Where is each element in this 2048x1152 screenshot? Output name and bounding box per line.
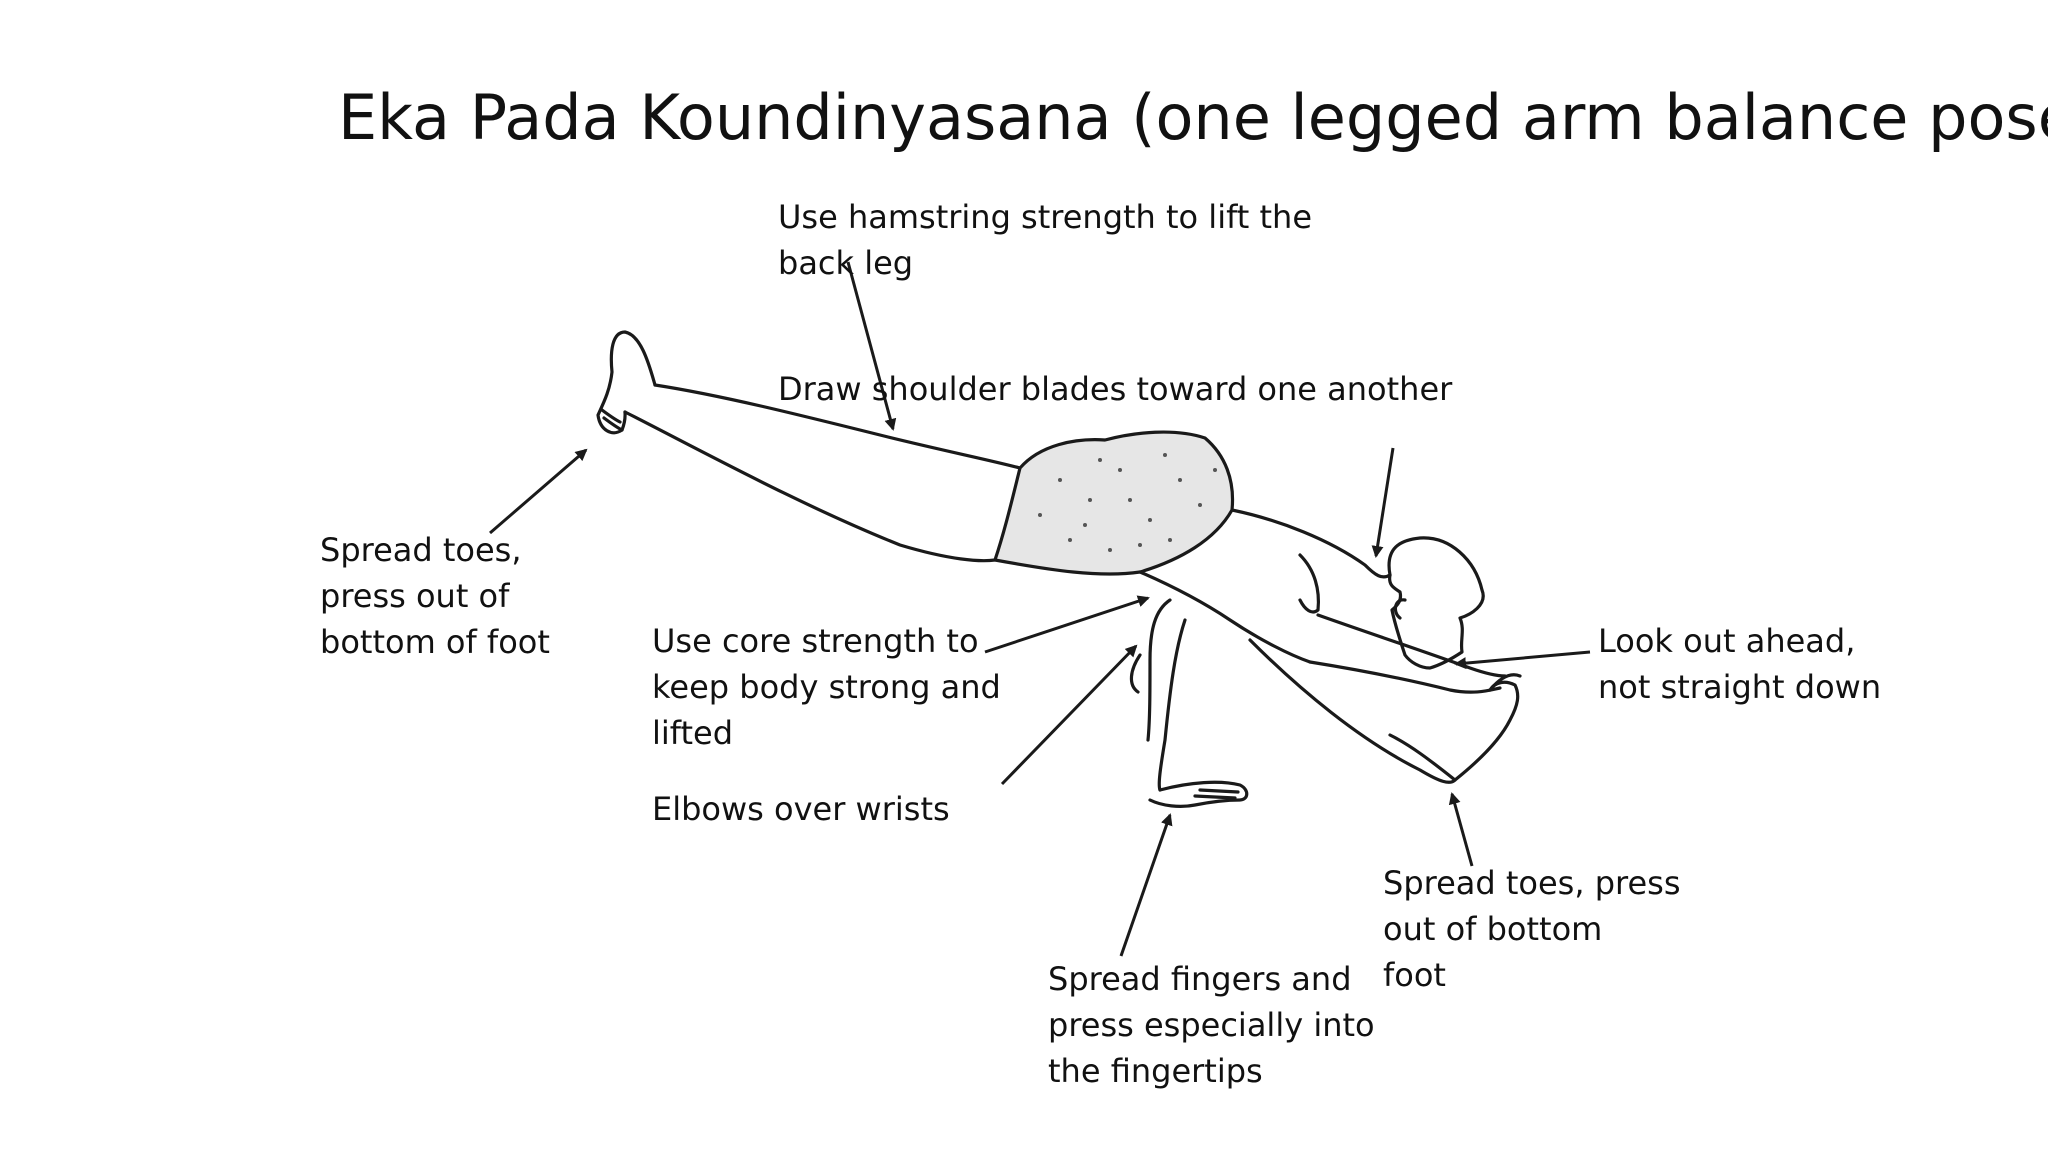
front-foot-outline bbox=[1453, 680, 1520, 782]
arrow-front-foot-toes bbox=[1448, 792, 1474, 867]
elbow-outline bbox=[1129, 653, 1142, 694]
fingers-outline bbox=[1193, 788, 1240, 800]
hand-outline bbox=[1148, 780, 1249, 808]
shorts-figure bbox=[993, 430, 1235, 576]
back-leg-figure bbox=[596, 330, 1022, 563]
back-leg-top-outline bbox=[653, 383, 1022, 470]
shoulder-outline bbox=[1298, 553, 1321, 614]
back-line bbox=[1230, 508, 1392, 579]
annotation-fingers: Spread fingers and press especially into… bbox=[1048, 960, 1375, 1090]
annotation-look: Look out ahead, not straight down bbox=[1598, 622, 1882, 706]
back-foot-toes bbox=[600, 408, 624, 432]
front-thigh-underside bbox=[1248, 638, 1457, 784]
ear-outline bbox=[1393, 598, 1407, 620]
shorts-shape bbox=[993, 430, 1235, 576]
annotation-front-foot-toes: Spread toes, press out of bottom foot bbox=[1383, 864, 1681, 994]
annotation-back-foot-toes: Spread toes, press out of bottom of foot bbox=[320, 531, 550, 661]
annotation-shoulder-blades: Draw shoulder blades toward one another bbox=[778, 370, 1453, 408]
front-foot-toes bbox=[1488, 673, 1522, 692]
annotation-core: Use core strength to keep body strong an… bbox=[652, 622, 1001, 752]
arrow-core bbox=[984, 595, 1150, 654]
lower-arm-outline bbox=[1157, 618, 1187, 792]
arrows bbox=[489, 261, 1591, 957]
upper-arm-outline bbox=[1146, 598, 1172, 742]
torso-figure bbox=[1129, 508, 1522, 808]
annotation-hamstring: Use hamstring strength to lift the back … bbox=[778, 198, 1313, 282]
head-outline bbox=[1387, 536, 1485, 670]
arrow-hamstring bbox=[846, 261, 897, 431]
front-shin-line bbox=[1388, 733, 1457, 782]
shorts-texture bbox=[1038, 453, 1217, 552]
belly-line bbox=[1138, 570, 1312, 664]
annotation-elbows: Elbows over wrists bbox=[652, 790, 950, 828]
arrow-look bbox=[1454, 650, 1591, 670]
back-leg-bottom-outline bbox=[623, 410, 997, 563]
front-leg-top bbox=[1308, 660, 1502, 694]
arrow-fingers bbox=[1119, 813, 1173, 957]
arrow-shoulder-blades bbox=[1371, 447, 1395, 558]
front-leg-bottom bbox=[1316, 613, 1507, 678]
arrow-elbows bbox=[1000, 644, 1138, 786]
page-title: Eka Pada Koundinyasana (one legged arm b… bbox=[338, 81, 2048, 154]
arrow-back-foot-toes bbox=[489, 448, 588, 535]
back-foot-outline bbox=[596, 330, 657, 435]
